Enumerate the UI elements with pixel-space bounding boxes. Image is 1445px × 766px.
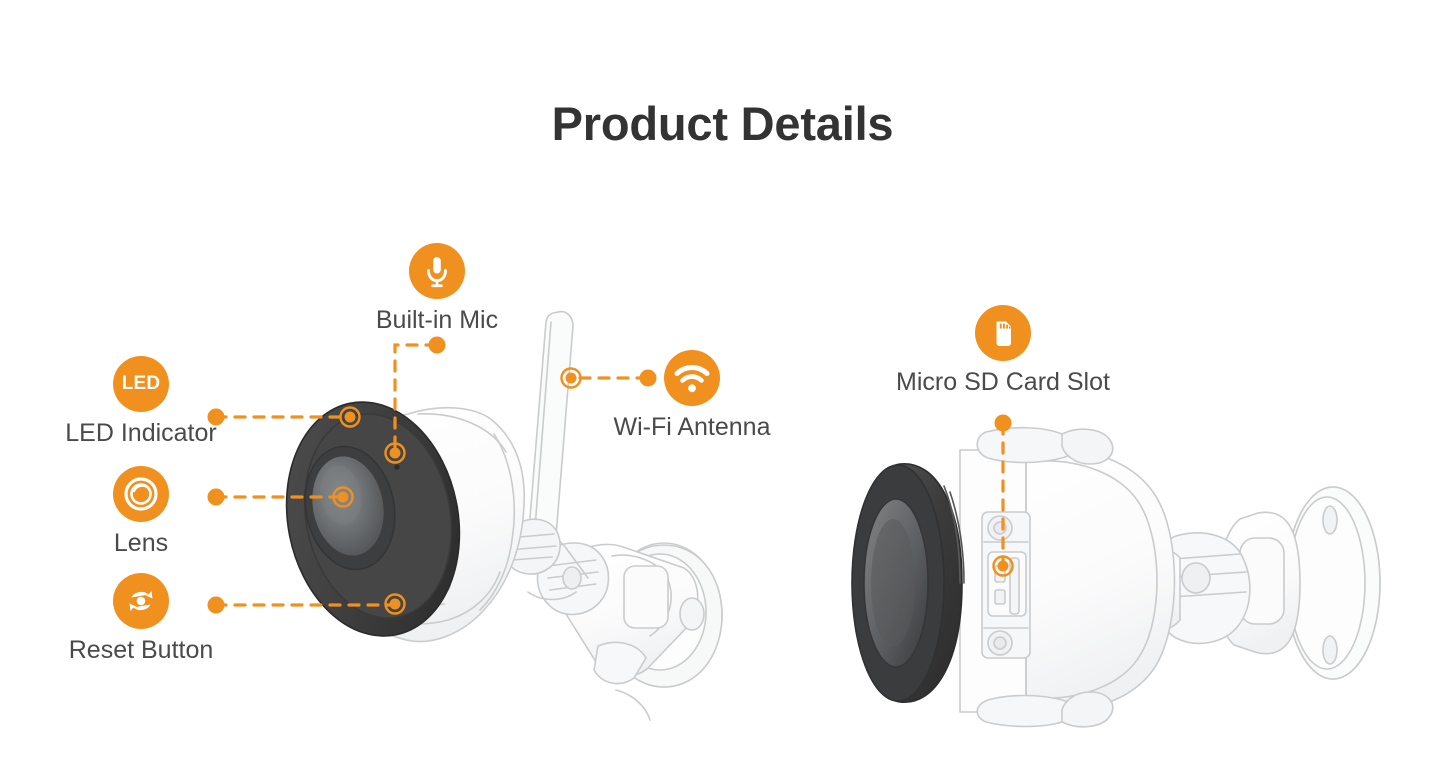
led-text-icon: LED	[113, 356, 169, 412]
leader-line-mic	[393, 343, 438, 456]
callout-label-led-indicator: LED Indicator	[65, 419, 217, 447]
callout-label-built-in-mic: Built-in Mic	[375, 306, 499, 334]
right-camera-lens	[851, 463, 965, 703]
lens-icon	[113, 466, 169, 522]
callout-label-reset-button: Reset Button	[68, 636, 214, 664]
callout-wifi-antenna[interactable]: Wi-Fi Antenna	[611, 350, 773, 442]
callout-built-in-mic[interactable]: Built-in Mic	[358, 243, 516, 335]
right-camera-mount	[1127, 486, 1381, 680]
right-camera-body	[959, 426, 1176, 728]
microphone-icon	[409, 243, 465, 299]
sd-card-icon	[975, 305, 1031, 361]
left-camera-faceplate	[285, 401, 461, 637]
wifi-icon	[664, 350, 720, 406]
callout-micro-sd-card-slot[interactable]: Micro SD Card Slot	[885, 305, 1121, 397]
callout-label-wifi-antenna: Wi-Fi Antenna	[613, 413, 771, 441]
left-camera-mount	[519, 533, 723, 721]
led-icon-label: LED	[121, 373, 161, 394]
page-title: Product Details	[551, 97, 894, 150]
left-camera-antenna	[501, 310, 574, 575]
callout-label-micro-sd-card-slot: Micro SD Card Slot	[896, 368, 1110, 396]
callout-led-indicator[interactable]: LED LED Indicator	[61, 356, 221, 448]
callout-label-lens: Lens	[113, 529, 169, 557]
callout-lens[interactable]: Lens	[61, 466, 221, 558]
callout-reset-button[interactable]: Reset Button	[61, 573, 221, 665]
reset-icon	[113, 573, 169, 629]
left-camera-body	[320, 406, 526, 643]
